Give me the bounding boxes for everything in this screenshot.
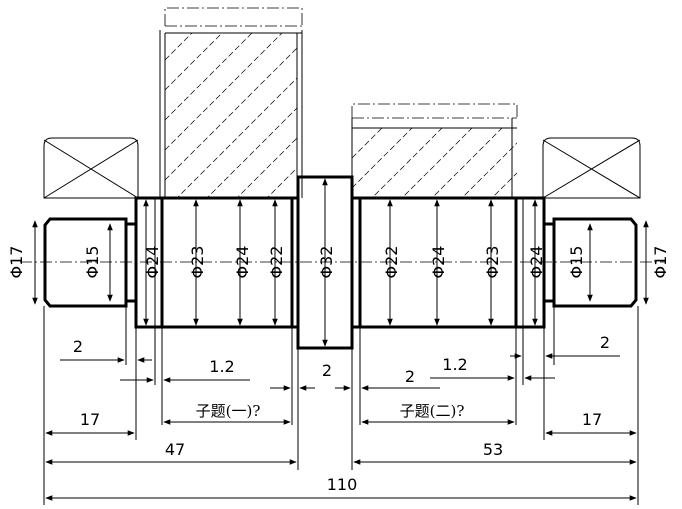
- left-bearing: [43, 137, 139, 199]
- dim-left-shoulder: Φ24: [143, 246, 162, 279]
- dim-len-2-left: 2: [73, 337, 83, 356]
- dim-len-17-left: 17: [80, 410, 100, 429]
- subquestion-1-label: 子题(一)?: [196, 402, 261, 420]
- left-gear: [159, 7, 303, 198]
- dim-right-end-inner: Φ15: [567, 246, 586, 279]
- dim-left-seat-22: Φ22: [267, 246, 286, 279]
- dim-len-17-right: 17: [582, 410, 602, 429]
- dim-left-seat-23: Φ23: [188, 246, 207, 279]
- subquestion-2-label: 子题(二)?: [400, 402, 465, 420]
- dim-right-end-outer: Φ17: [651, 246, 670, 279]
- dim-left-end-outer: Φ17: [7, 246, 26, 279]
- dim-right-seat-22: Φ22: [382, 246, 401, 279]
- dim-len-1-2-right: 1.2: [442, 355, 467, 374]
- extension-lines: [43, 306, 639, 505]
- shaft: [20, 175, 665, 350]
- dim-len-2-right: 2: [405, 367, 415, 386]
- dim-right-shoulder: Φ24: [527, 246, 546, 279]
- dim-len-2-far-right: 2: [600, 333, 610, 352]
- dim-len-1-2-left: 1.2: [209, 357, 234, 376]
- right-gear: [351, 103, 518, 198]
- dim-len-53: 53: [483, 440, 503, 459]
- dim-left-end-inner: Φ15: [83, 246, 102, 279]
- diameter-labels: Φ17 Φ15 Φ24 Φ23 Φ24 Φ22 Φ32 Φ22 Φ24 Φ23 …: [7, 246, 670, 279]
- dim-right-seat-24: Φ24: [429, 246, 448, 279]
- length-dimensions: 2 1.2 2 2 1.2 2 17 子题(一)? 子题(二)? 17: [45, 333, 637, 501]
- diameter-arrows: [32, 178, 649, 347]
- right-bearing: [542, 137, 641, 199]
- dim-len-2-collar: 2: [322, 361, 332, 380]
- dim-collar: Φ32: [317, 246, 336, 279]
- dim-len-47: 47: [165, 440, 185, 459]
- dim-left-seat-24: Φ24: [233, 246, 252, 279]
- dim-len-110: 110: [327, 475, 358, 494]
- dim-right-seat-23: Φ23: [483, 246, 502, 279]
